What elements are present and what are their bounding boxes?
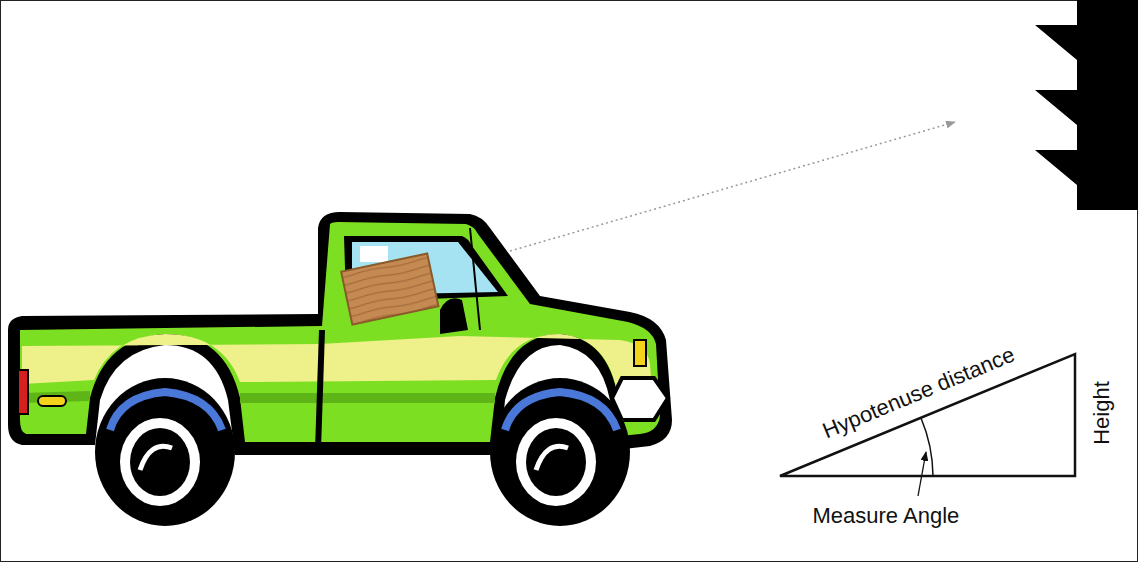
height-label: Height (1091, 381, 1113, 445)
hypotenuse-label: Hypotenuse distance (819, 344, 1017, 443)
right-triangle (780, 354, 1075, 476)
building (1035, 0, 1138, 210)
angle-leader (918, 452, 926, 496)
pickup-truck (8, 212, 672, 526)
sight-line (486, 122, 955, 258)
angle-label: Measure Angle (813, 505, 960, 527)
